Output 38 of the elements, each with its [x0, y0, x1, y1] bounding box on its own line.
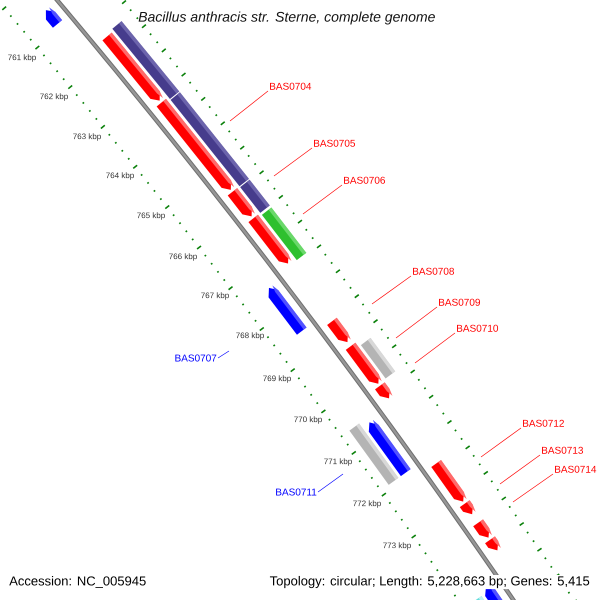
tick-label: 765 kbp [137, 212, 165, 220]
tick-label: 772 kbp [353, 500, 381, 508]
gene-label: BAS0707 [175, 354, 216, 362]
leader-line [500, 454, 540, 484]
leader-line [218, 350, 230, 358]
leader-line [274, 148, 312, 176]
tick-label: 773 kbp [383, 542, 411, 550]
tick-label: 768 kbp [236, 332, 264, 340]
gene-label: BAS0709 [439, 298, 480, 306]
leader-line [318, 474, 344, 492]
leader-line [396, 306, 438, 338]
tick-label: 771 kbp [324, 458, 352, 466]
gene-label: BAS0712 [523, 420, 564, 427]
tick-label: 761 kbp [8, 54, 36, 62]
gene-label: BAS0704 [270, 82, 312, 90]
gene-label: BAS0706 [344, 176, 386, 184]
leader-line [480, 428, 522, 458]
leader-line [372, 276, 412, 304]
gene-label: BAS0708 [413, 268, 454, 275]
accession-text: Accession: NC_005945 [8, 575, 148, 589]
tick-label: 766 kbp [169, 253, 197, 261]
gene-label: BAS0705 [314, 140, 356, 147]
gene-label: BAS0710 [457, 324, 498, 332]
leader-line [230, 90, 268, 122]
tick-label: 769 kbp [263, 375, 291, 383]
gene-label: BAS0714 [555, 466, 596, 473]
gene-label: BAS0713 [542, 446, 584, 454]
tick-label: 762 kbp [40, 93, 68, 101]
tick-label: 763 kbp [73, 133, 101, 141]
tick-label: 770 kbp [294, 416, 322, 424]
leader-line [414, 332, 456, 364]
gene-label: BAS0711 [276, 488, 316, 496]
leader-line [302, 184, 342, 214]
genome-stats-text: Topology: circular; Length: 5,228,663 bp; Genes: 5,415 [268, 574, 591, 590]
leader-line [512, 474, 554, 502]
tick-label: 764 kbp [106, 172, 134, 180]
tick-label: 767 kbp [201, 292, 229, 300]
map-title: Bacillus anthracis str. Sterne, complete genome [138, 11, 435, 25]
